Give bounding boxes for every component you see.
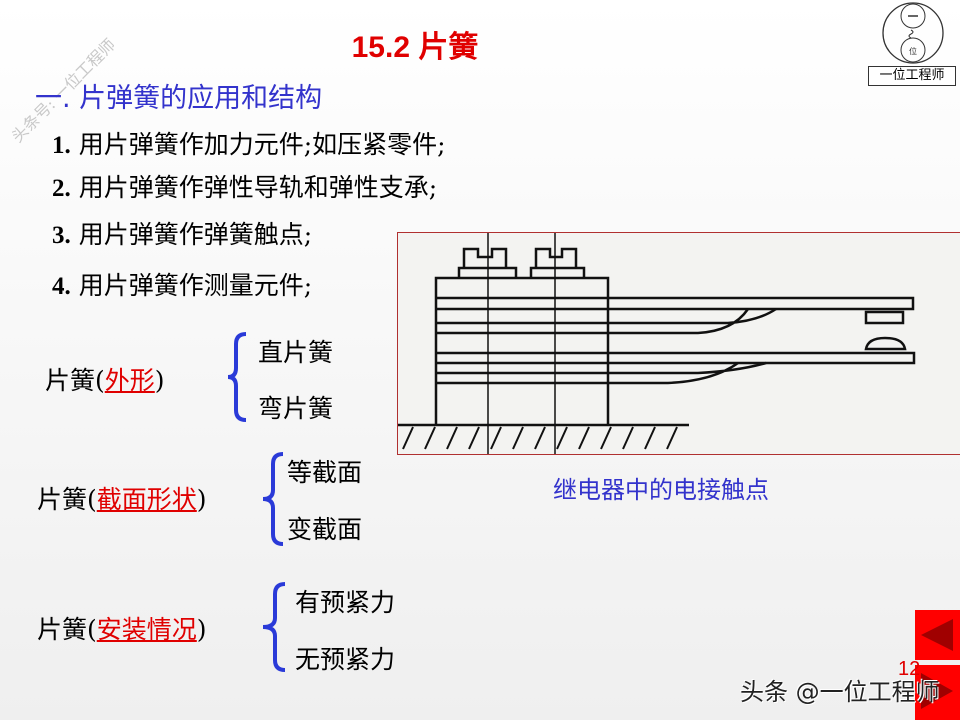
option: 有预紧力 [295, 588, 396, 617]
option: 等截面 [287, 458, 363, 487]
relay-contact-diagram [398, 233, 916, 454]
option: 弯片簧 [258, 394, 334, 423]
svg-text:位: 位 [909, 46, 917, 56]
figure-caption: 继电器中的电接触点 [553, 476, 769, 504]
list-item: 2. 用片弹簧作弹性导轨和弹性支承; [52, 173, 438, 202]
brace-icon [227, 332, 247, 422]
option: 直片簧 [258, 338, 334, 367]
classification-label: 片簧(外形) [45, 366, 165, 395]
relay-contact-figure [397, 232, 960, 455]
next-slide-button[interactable] [915, 665, 960, 720]
page-title: 15.2 片簧 [351, 31, 479, 64]
brace-icon [262, 452, 284, 546]
logo: 位 一位工程师 [866, 0, 958, 88]
list-item: 3. 用片弹簧作弹簧触点; [52, 220, 313, 249]
classification-label: 片簧(安装情况) [37, 615, 207, 644]
list-item: 1. 用片弹簧作加力元件;如压紧零件; [52, 130, 446, 159]
option: 无预紧力 [295, 645, 396, 674]
footer-watermark: 头条 @一位工程师 [740, 678, 940, 706]
list-item: 4. 用片弹簧作测量元件; [52, 271, 313, 300]
logo-text: 一位工程师 [868, 66, 956, 86]
classification-label: 片簧(截面形状) [37, 485, 207, 514]
option: 变截面 [287, 515, 363, 544]
brace-icon [262, 582, 286, 672]
logo-emblem-icon: 位 [882, 2, 944, 64]
triangle-right-icon [921, 673, 953, 709]
triangle-left-icon [921, 619, 953, 651]
section-heading: 一. 片弹簧的应用和结构 [35, 83, 323, 114]
page-number: 12 [898, 658, 921, 680]
prev-slide-button[interactable] [915, 610, 960, 660]
